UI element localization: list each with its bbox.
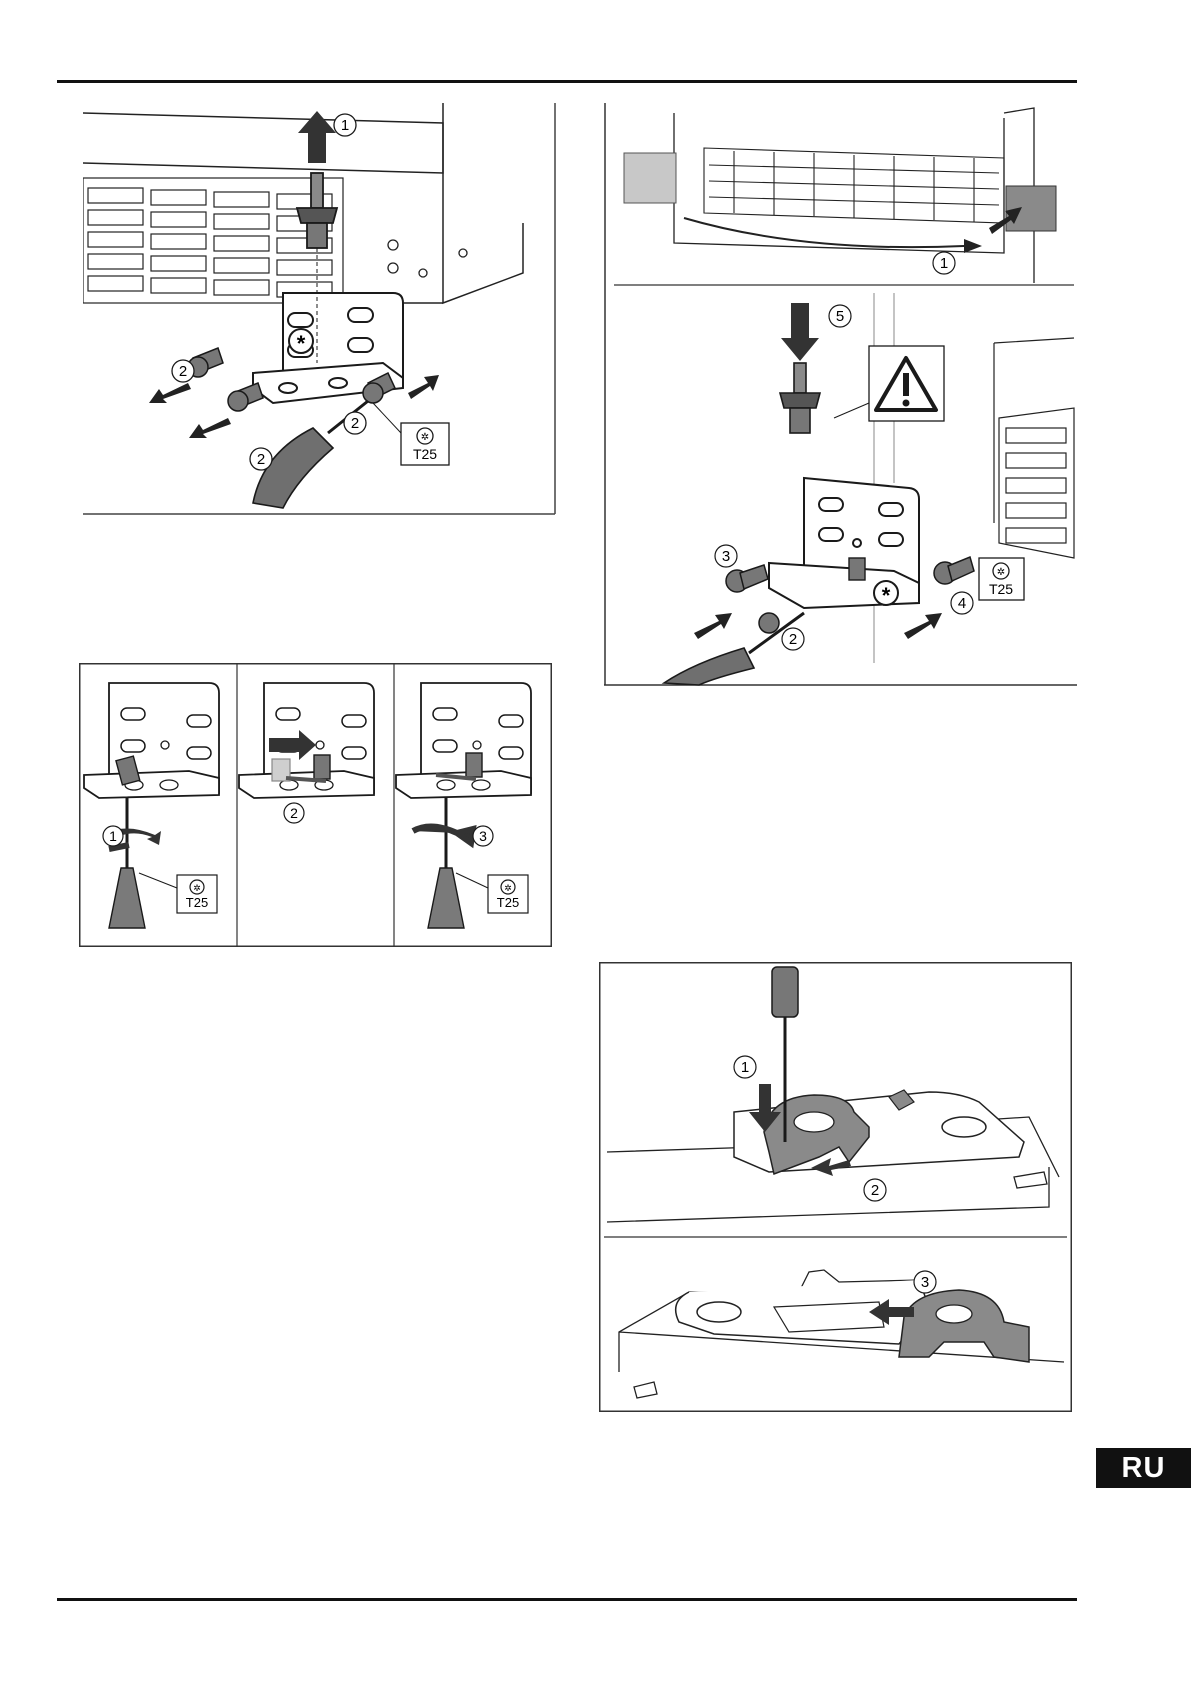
- svg-text:✲: ✲: [997, 567, 1005, 578]
- grille: [704, 148, 1004, 223]
- screwdriver: [664, 613, 804, 685]
- torx-bit-icon: ✲ T25: [373, 403, 449, 465]
- tool-label: T25: [413, 446, 437, 462]
- grille: [83, 178, 343, 303]
- svg-text:*: *: [882, 583, 891, 608]
- svg-text:*: *: [297, 331, 306, 356]
- language-tab: RU: [1096, 1448, 1191, 1488]
- callout-1: 1: [741, 1059, 749, 1076]
- callout-1: 1: [940, 255, 948, 272]
- callout-2: 2: [871, 1182, 879, 1199]
- callout-2b: 2: [257, 451, 265, 468]
- callout-2: 2: [290, 805, 298, 821]
- bottom-rule: [57, 1598, 1077, 1601]
- figure-remove-lower-hinge: *: [83, 103, 556, 515]
- figure-door-hinge-cover: 1 2 3: [599, 962, 1072, 1412]
- callout-3: 3: [722, 548, 730, 565]
- tool-label: T25: [989, 581, 1013, 597]
- callout-5: 5: [836, 308, 844, 325]
- svg-text:✲: ✲: [421, 432, 429, 443]
- figure-install-hinge-other-side: 1 5: [604, 103, 1078, 686]
- callout-2c: 2: [351, 415, 359, 432]
- warning-triangle: [834, 346, 944, 421]
- tool-label-1: T25: [186, 895, 208, 910]
- down-arrow: [781, 303, 819, 361]
- callout-3: 3: [921, 1274, 929, 1291]
- figure-hinge-adjust-panels: ✲ T25 1 2: [79, 663, 552, 947]
- callout-1: 1: [109, 828, 117, 844]
- callout-4: 4: [958, 595, 966, 612]
- callout-2a: 2: [179, 363, 187, 380]
- grille-side: [999, 408, 1074, 558]
- hinge-pin: [780, 363, 820, 433]
- top-rule: [57, 80, 1077, 83]
- callout-2: 2: [789, 631, 797, 648]
- torx-bit-icon: ✲ T25: [979, 558, 1024, 600]
- tool-label-3: T25: [497, 895, 519, 910]
- callout-1: 1: [341, 117, 349, 134]
- callout-3: 3: [479, 828, 487, 844]
